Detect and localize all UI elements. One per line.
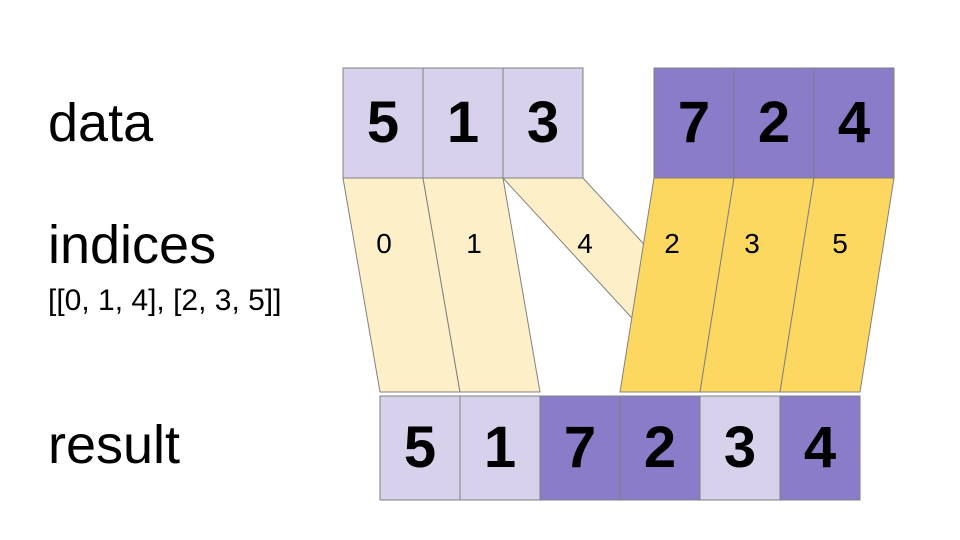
- ribbons-layer: [342, 177, 895, 393]
- result-cell-3: [619, 395, 701, 501]
- data-cell-right-0: [653, 67, 735, 179]
- result-cell-4: [699, 395, 781, 501]
- row-label-result: result: [48, 415, 181, 475]
- result-row-layer: [379, 395, 861, 501]
- result-cell-1: [459, 395, 541, 501]
- data-cell-left-2: [502, 67, 584, 179]
- row-label-indices: indices: [48, 215, 217, 275]
- indices-value-text: [[0, 1, 4], [2, 3, 5]]: [48, 284, 282, 317]
- data-cell-right-2: [813, 67, 895, 179]
- data-cell-left-0: [342, 67, 424, 179]
- result-cell-0: [379, 395, 461, 501]
- data-cell-left-1: [422, 67, 504, 179]
- result-cell-5: [779, 395, 861, 501]
- data-row-layer: [342, 67, 895, 179]
- data-cell-right-1: [733, 67, 815, 179]
- result-cell-2: [539, 395, 621, 501]
- row-label-data: data: [48, 93, 154, 153]
